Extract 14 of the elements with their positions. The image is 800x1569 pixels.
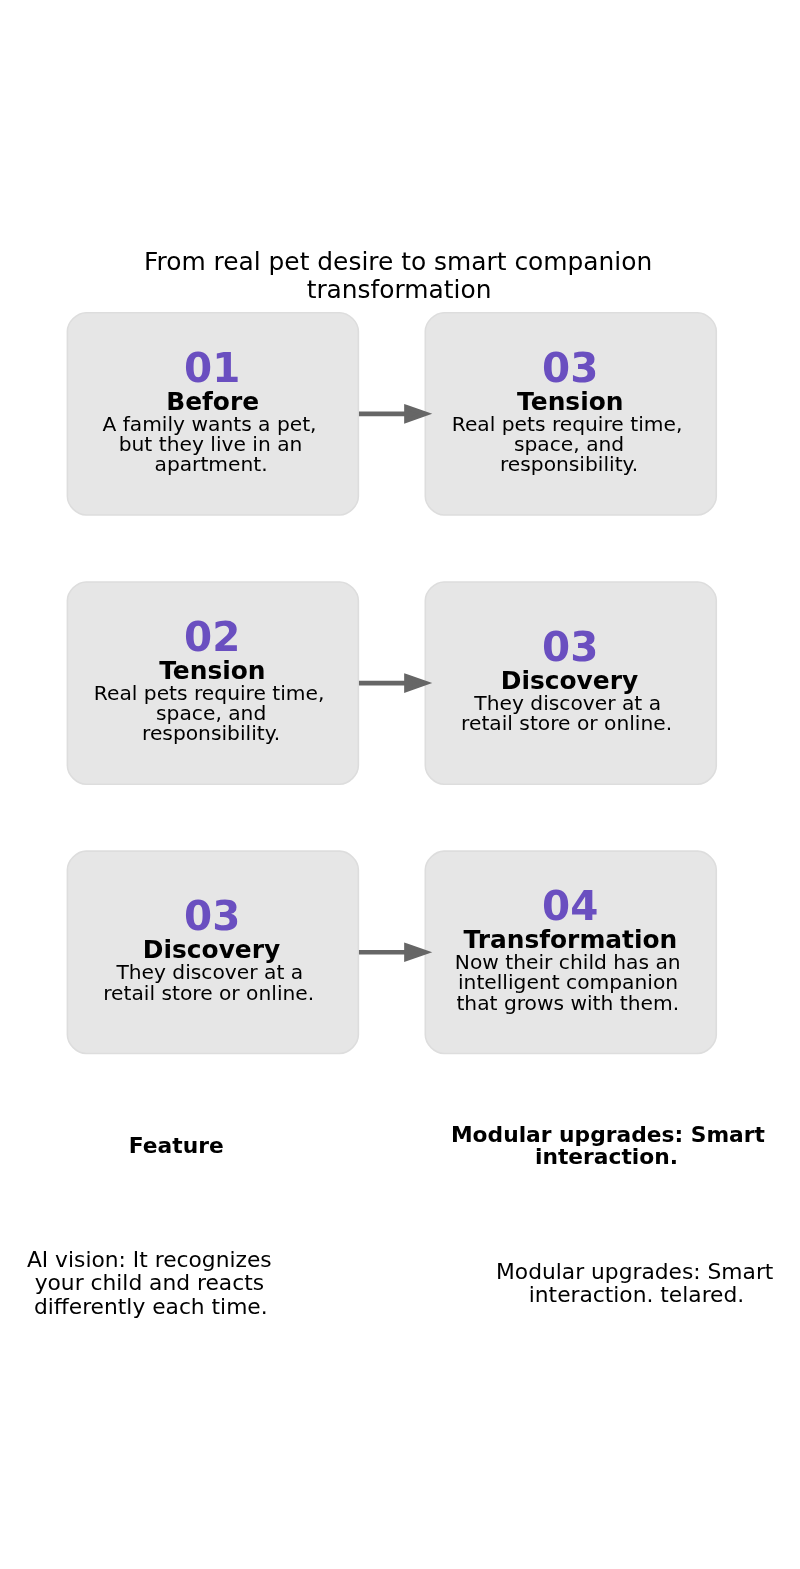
node-box: 03 Discovery They discover at a retail store or online.	[424, 580, 718, 785]
label: Modular upgrades: Smart interaction.	[450, 1121, 765, 1169]
node-box: 03 Tension Real pets require time, space, and responsibility.	[424, 311, 718, 516]
arrow	[359, 403, 433, 424]
label: Modular upgrades: Smart interaction. telared.	[496, 1258, 774, 1307]
arrow	[359, 672, 433, 693]
node-box: 02 Tension Real pets require time, space, and responsibility.	[66, 580, 360, 785]
label: AI vision: It recognizes your child and reacts differently each time.	[26, 1246, 272, 1319]
node-box: 01 Before A family wants a pet, but they live in an apartment.	[66, 311, 360, 516]
node-box: 03 Discovery They discover at a retail store or online.	[66, 849, 360, 1054]
label: Feature	[128, 1132, 224, 1158]
node-box: 04 Transformation Now their child has an intelligent companion that grows with them.	[424, 849, 718, 1054]
diagram-title: From real pet desire to smart companion transformation	[144, 246, 653, 304]
arrow	[359, 941, 433, 962]
